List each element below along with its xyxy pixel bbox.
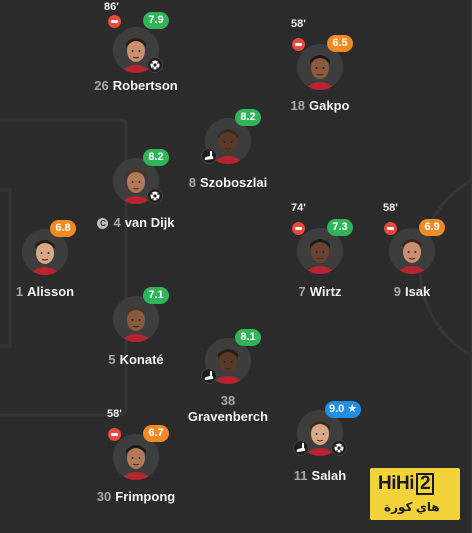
player-number: 7 (298, 284, 306, 299)
ball-icon (331, 440, 347, 456)
subbed-off-icon (107, 14, 122, 29)
player-name-text: Isak (404, 284, 431, 299)
rating-badge-gakpo: 6.5 (327, 35, 353, 52)
subbed-off-icon (291, 37, 306, 52)
rating-badge-wirtz: 7.3 (327, 219, 353, 236)
ball-icon (147, 57, 163, 73)
player-name-text: Frimpong (115, 489, 176, 504)
player-number: 26 (94, 78, 109, 93)
player-name-text: Gakpo (309, 98, 350, 113)
player-name-gakpo[interactable]: 18 Gakpo (260, 98, 380, 113)
player-name-text: Gravenberch (187, 409, 269, 424)
player-number: 18 (290, 98, 305, 113)
player-name-text: Szoboszlai (200, 175, 268, 190)
rating-badge-gravenberch: 8.1 (235, 329, 261, 346)
player-name-text: Robertson (112, 78, 178, 93)
sub-minute-wirtz: 74' (291, 202, 306, 214)
rating-badge-alisson: 6.8 (50, 220, 76, 237)
rating-badge-salah: 9.0 ★ (325, 401, 362, 418)
player-number: 11 (293, 468, 308, 483)
sub-minute-gakpo: 58' (291, 18, 306, 30)
player-name-text: Wirtz (309, 284, 342, 299)
player-number: 8 (188, 175, 197, 190)
player-number: 1 (15, 284, 24, 299)
rating-badge-frimpong: 6.7 (143, 425, 169, 442)
player-name-text: Konaté (119, 352, 164, 367)
subbed-off-icon (291, 221, 306, 236)
player-photo-konate[interactable] (113, 296, 159, 342)
ball-icon (147, 188, 163, 204)
rating-badge-konate: 7.1 (143, 287, 169, 304)
boot-icon (293, 440, 309, 456)
rating-badge-szoboszlai: 8.2 (235, 109, 261, 126)
subbed-off-icon (107, 427, 122, 442)
player-number: 5 (108, 352, 116, 367)
player-number: 30 (96, 489, 112, 504)
player-photo-isak[interactable] (389, 228, 435, 274)
player-photo-wirtz[interactable] (297, 228, 343, 274)
player-name-text: Alisson (27, 284, 75, 299)
captain-icon: C (97, 218, 109, 229)
sub-minute-isak: 58' (383, 202, 398, 214)
rating-badge-robertson: 7.9 (143, 12, 169, 29)
boot-icon (201, 148, 217, 164)
sub-minute-robertson: 86' (104, 1, 119, 13)
player-number: 4 (113, 215, 121, 230)
boot-icon (201, 368, 217, 384)
player-name-text: van Dijk (124, 215, 175, 230)
sub-minute-frimpong: 58' (107, 408, 122, 420)
player-photo-gakpo[interactable] (297, 44, 343, 90)
player-name-text: Salah (311, 468, 347, 483)
watermark-subtitle: هاي كورة (384, 500, 440, 514)
player-number: 38 (220, 393, 236, 408)
rating-badge-vandijk: 8.2 (143, 149, 169, 166)
subbed-off-icon (383, 221, 398, 236)
player-number: 9 (393, 284, 401, 299)
rating-badge-isak: 6.9 (419, 219, 445, 236)
